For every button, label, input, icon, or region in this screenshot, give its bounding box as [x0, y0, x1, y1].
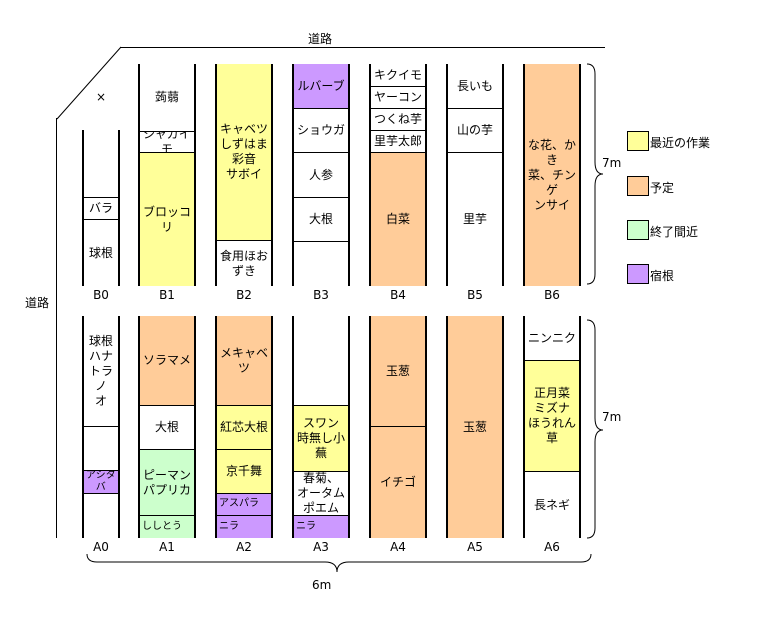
bed-segment: ブロッコリ	[140, 152, 194, 286]
bed-label-A5: A5	[467, 540, 483, 554]
bed-segment: ソラマメ	[140, 316, 194, 405]
bed-B0: バラ球根	[82, 130, 120, 286]
legend-swatch	[627, 220, 649, 240]
bed-segment: 球根 ハナ トラノ オ	[84, 316, 118, 426]
bed-segment: 蒟蒻	[140, 64, 194, 131]
legend-label: 最近の作業	[650, 136, 711, 150]
bed-segment	[84, 493, 118, 538]
bed-label-B2: B2	[236, 288, 252, 302]
bed-label-B5: B5	[467, 288, 483, 302]
bed-segment: メキャベ ツ	[217, 316, 271, 405]
top-road-line	[120, 47, 605, 48]
bed-segment: アシタ バ	[84, 470, 118, 493]
bed-segment: ししとう	[140, 515, 194, 538]
bed-label-A1: A1	[159, 540, 175, 554]
bed-segment: 白菜	[371, 152, 425, 286]
bed-segment: ヤーコン	[371, 86, 425, 108]
bed-segment: ニラ	[217, 515, 271, 538]
left-road-label: 道路	[25, 296, 50, 310]
bed-segment: イチゴ	[371, 426, 425, 538]
bed-segment	[294, 241, 348, 286]
bed-segment	[294, 316, 348, 405]
bed-label-A3: A3	[313, 540, 329, 554]
bed-segment: 玉葱	[371, 316, 425, 426]
bed-label-B1: B1	[159, 288, 175, 302]
bed-segment: 長いも	[448, 64, 502, 108]
bed-B4: キクイモヤーコンつくね芋里芋太郎白菜	[369, 64, 427, 286]
bed-segment: スワン 時無し小 蕪	[294, 405, 348, 471]
bed-label-A0: A0	[93, 540, 109, 554]
bed-B5: 長いも山の芋里芋	[446, 64, 504, 286]
bed-segment: 人参	[294, 152, 348, 197]
bed-segment: 大根	[140, 405, 194, 449]
bottom-dimension-brace	[586, 319, 604, 539]
bed-label-B3: B3	[313, 288, 329, 302]
bed-segment: 京千舞	[217, 449, 271, 493]
bed-segment: な花、かき 菜、チンゲ ンサイ	[525, 64, 579, 286]
bed-label-A4: A4	[390, 540, 406, 554]
bed-segment: 長ネギ	[525, 471, 579, 538]
bed-label-A6: A6	[544, 540, 560, 554]
top-road-label: 道路	[308, 32, 333, 46]
bed-label-B0: B0	[93, 288, 109, 302]
bed-segment: 食用ほお ずき	[217, 240, 271, 286]
bed-A5: 玉葱	[446, 316, 504, 538]
bed-segment: バラ	[84, 197, 118, 219]
top-length-label: 7m	[602, 156, 622, 170]
bed-B3: ルバーブショウガ人参大根	[292, 64, 350, 286]
bed-segment: ニラ	[294, 515, 348, 538]
bed-segment: 正月菜 ミズナ ほうれん 草	[525, 360, 579, 471]
legend-swatch	[627, 176, 649, 196]
bed-segment: 山の芋	[448, 108, 502, 152]
legend-label: 終了間近	[650, 225, 699, 239]
bed-segment: キャベツ しずはま 彩音 サボイ	[217, 64, 271, 240]
bed-segment: 球根	[84, 219, 118, 286]
bed-A2: メキャベ ツ紅芯大根京千舞アスパラニラ	[215, 316, 273, 538]
legend-swatch	[627, 264, 649, 284]
bed-label-B4: B4	[390, 288, 406, 302]
bed-segment: 玉葱	[448, 316, 502, 538]
bed-segment: ジャガイモ	[140, 131, 194, 152]
bed-segment: ルバーブ	[294, 64, 348, 108]
bed-note: ×	[96, 90, 107, 104]
bed-label-B6: B6	[544, 288, 560, 302]
bed-segment: 紅芯大根	[217, 405, 271, 449]
bed-segment: 大根	[294, 197, 348, 241]
bed-A0: 球根 ハナ トラノ オアシタ バ	[82, 316, 120, 538]
bed-segment: アスパラ	[217, 493, 271, 515]
bed-segment	[84, 426, 118, 470]
bed-A6: ニンニク正月菜 ミズナ ほうれん 草長ネギ	[523, 316, 581, 538]
width-label: 6m	[312, 578, 332, 592]
left-road-line	[56, 118, 57, 538]
top-dimension-brace	[586, 63, 604, 285]
bed-segment: つくね芋	[371, 108, 425, 130]
bed-segment: 春菊、 オータム ポエム	[294, 471, 348, 515]
legend-swatch	[627, 131, 649, 151]
bed-A1: ソラマメ大根ピーマン パプリカししとう	[138, 316, 196, 538]
bed-B6: な花、かき 菜、チンゲ ンサイ	[523, 64, 581, 286]
bed-segment: ショウガ	[294, 108, 348, 152]
bed-segment: ピーマン パプリカ	[140, 449, 194, 515]
bed-B2: キャベツ しずはま 彩音 サボイ食用ほお ずき	[215, 64, 273, 286]
bed-A4: 玉葱イチゴ	[369, 316, 427, 538]
bottom-length-label: 7m	[602, 410, 622, 424]
bed-label-A2: A2	[236, 540, 252, 554]
legend-label: 宿根	[650, 269, 675, 283]
bed-segment: ニンニク	[525, 316, 579, 360]
bed-segment: 里芋太郎	[371, 130, 425, 152]
bed-B1: 蒟蒻ジャガイモブロッコリ	[138, 64, 196, 286]
bed-segment: 里芋	[448, 152, 502, 286]
bed-segment	[84, 130, 118, 197]
bed-segment: キクイモ	[371, 64, 425, 86]
bed-A3: スワン 時無し小 蕪春菊、 オータム ポエムニラ	[292, 316, 350, 538]
legend-label: 予定	[650, 181, 675, 195]
road-corner-diagonal	[56, 46, 122, 120]
width-dimension-brace	[86, 553, 592, 573]
